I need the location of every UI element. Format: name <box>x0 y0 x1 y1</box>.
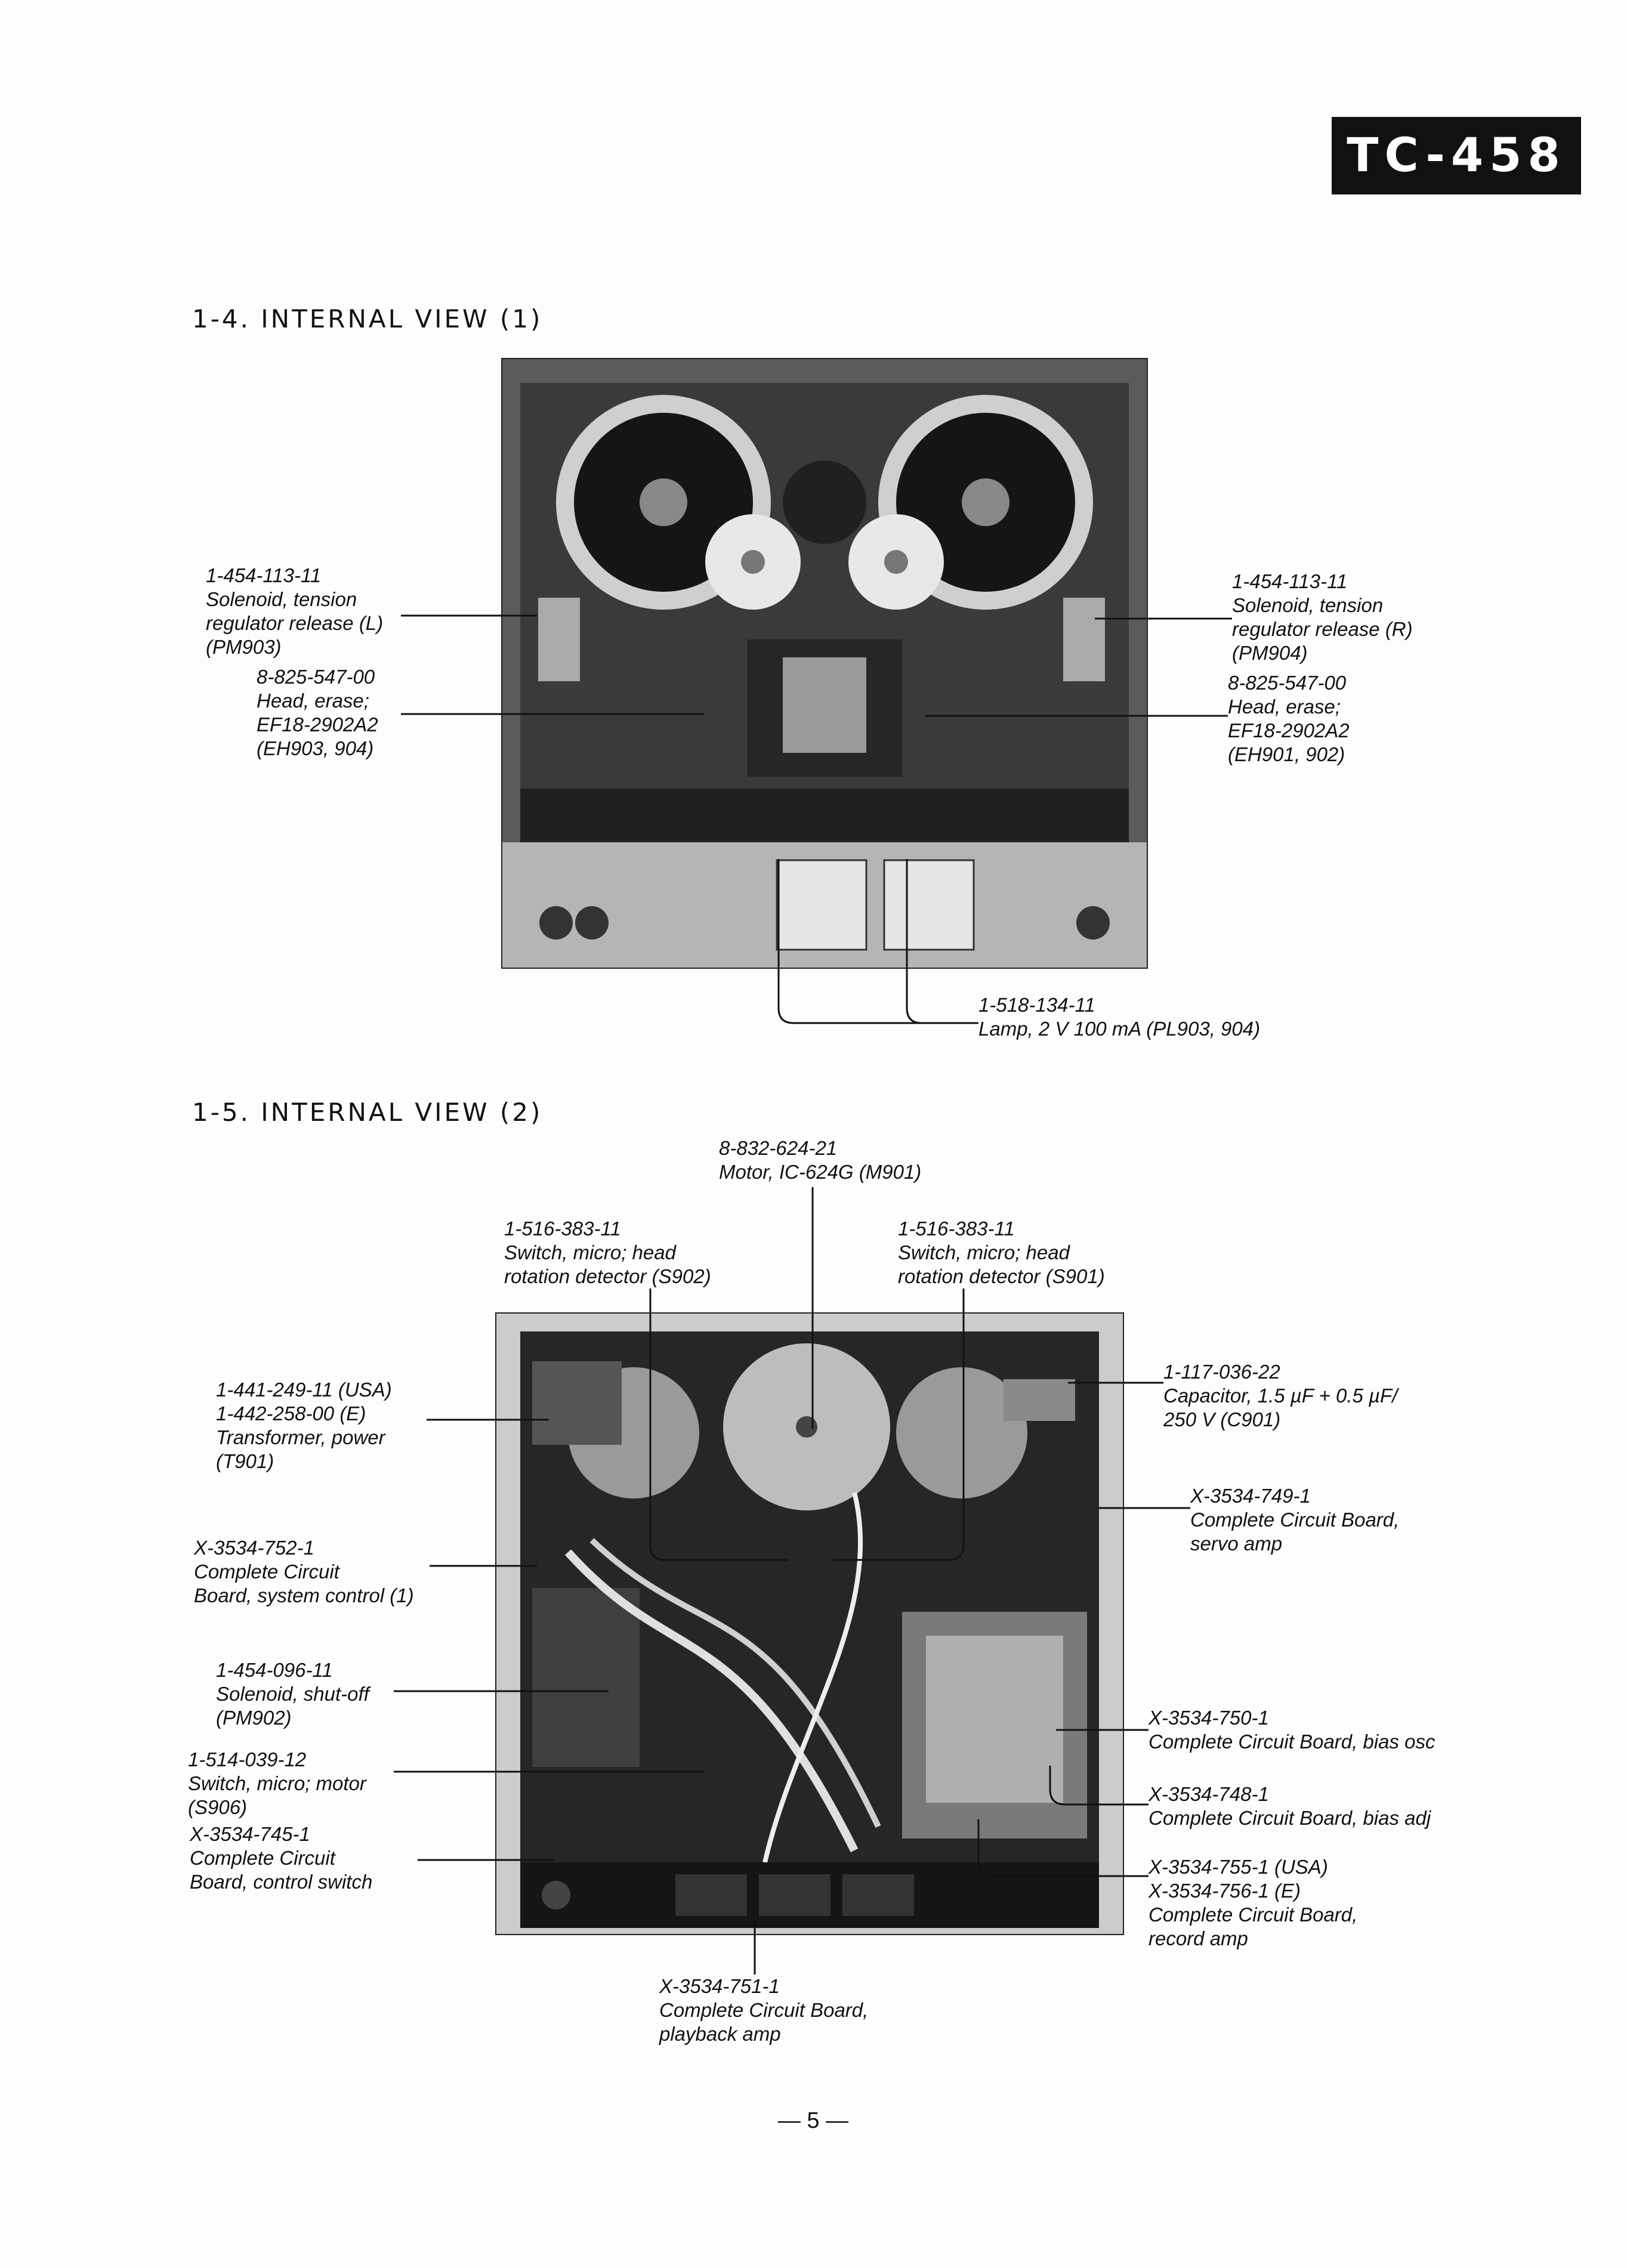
callout-erase-head-right: 8-825-547-00 Head, erase; EF18-2902A2 (E… <box>1228 671 1350 767</box>
part-reference: (PM904) <box>1232 642 1308 664</box>
internal-view-2-photo <box>495 1312 1124 1935</box>
part-number: X-3534-751-1 <box>659 1975 780 1997</box>
callout-control-switch-board: X-3534-745-1 Complete Circuit Board, con… <box>190 1822 372 1894</box>
part-reference: (PM902) <box>216 1707 292 1729</box>
callout-solenoid-left: 1-454-113-11 Solenoid, tension regulator… <box>206 564 383 659</box>
callout-erase-head-left: 8-825-547-00 Head, erase; EF18-2902A2 (E… <box>257 665 378 761</box>
callout-lamp: 1-518-134-11 Lamp, 2 V 100 mA (PL903, 90… <box>978 993 1260 1041</box>
part-number: X-3534-750-1 <box>1149 1707 1269 1729</box>
part-number: X-3534-749-1 <box>1190 1485 1311 1507</box>
section-title-internal-view-1: 1-4. INTERNAL VIEW (1) <box>192 304 543 333</box>
part-description: Head, erase; <box>257 690 369 712</box>
part-number: X-3534-756-1 (E) <box>1149 1880 1301 1902</box>
part-description: Switch, micro; head <box>898 1241 1070 1263</box>
part-number: 8-832-624-21 <box>719 1137 838 1159</box>
part-number: 1-516-383-11 <box>898 1218 1015 1240</box>
part-number: 1-117-036-22 <box>1163 1361 1280 1383</box>
part-description: Switch, micro; head <box>504 1241 676 1263</box>
part-description: Motor, IC-624G (M901) <box>719 1161 922 1183</box>
callout-bias-adj-board: X-3534-748-1 Complete Circuit Board, bia… <box>1149 1782 1431 1830</box>
part-description: regulator release (L) <box>206 612 384 634</box>
part-number: X-3534-752-1 <box>194 1537 314 1559</box>
tape-deck-underside-illustration <box>496 1314 1123 1934</box>
part-number: X-3534-748-1 <box>1149 1783 1269 1805</box>
part-reference: (PM903) <box>206 636 282 658</box>
part-description: Solenoid, tension <box>1232 594 1384 616</box>
part-number: 8-825-547-00 <box>1228 672 1347 694</box>
part-number: 1-454-113-11 <box>1232 570 1348 592</box>
internal-view-1-photo <box>501 358 1148 969</box>
callout-solenoid-shutoff: 1-454-096-11 Solenoid, shut-off (PM902) <box>216 1658 369 1730</box>
part-description: playback amp <box>659 2023 781 2045</box>
part-reference: (S906) <box>188 1796 248 1818</box>
part-description: rotation detector (S901) <box>898 1265 1105 1287</box>
callout-system-control-board: X-3534-752-1 Complete Circuit Board, sys… <box>194 1536 414 1608</box>
part-description: Complete Circuit <box>190 1847 335 1869</box>
part-description: EF18-2902A2 <box>1228 719 1350 741</box>
part-reference: (EH903, 904) <box>257 737 374 759</box>
part-description: rotation detector (S902) <box>504 1265 711 1287</box>
part-description: Complete Circuit Board, <box>1149 1904 1358 1926</box>
part-number: 1-441-249-11 (USA) <box>216 1379 392 1401</box>
part-description: Board, control switch <box>190 1871 373 1893</box>
callout-switch-motor: 1-514-039-12 Switch, micro; motor (S906) <box>188 1748 366 1819</box>
part-description: 250 V (C901) <box>1163 1408 1281 1430</box>
part-reference: (EH901, 902) <box>1228 743 1345 765</box>
part-number: 1-516-383-11 <box>504 1218 621 1240</box>
part-description: Lamp, 2 V 100 mA (PL903, 904) <box>978 1018 1261 1040</box>
section-title-internal-view-2: 1-5. INTERNAL VIEW (2) <box>192 1098 543 1127</box>
callout-bias-osc-board: X-3534-750-1 Complete Circuit Board, bia… <box>1149 1706 1435 1754</box>
tape-deck-top-illustration <box>502 359 1147 968</box>
callout-servo-amp-board: X-3534-749-1 Complete Circuit Board, ser… <box>1190 1484 1399 1556</box>
part-description: Complete Circuit Board, <box>659 1999 869 2021</box>
part-description: Capacitor, 1.5 µF + 0.5 µF/ <box>1163 1385 1398 1407</box>
callout-transformer: 1-441-249-11 (USA) 1-442-258-00 (E) Tran… <box>216 1378 392 1473</box>
part-description: Board, system control (1) <box>194 1584 414 1606</box>
part-number: 1-454-096-11 <box>216 1659 333 1681</box>
part-description: Complete Circuit Board, bias osc <box>1149 1731 1435 1753</box>
part-description: Solenoid, tension <box>206 588 357 610</box>
callout-switch-s901: 1-516-383-11 Switch, micro; head rotatio… <box>898 1217 1105 1289</box>
part-description: Transformer, power <box>216 1426 385 1448</box>
callout-switch-s902: 1-516-383-11 Switch, micro; head rotatio… <box>504 1217 711 1289</box>
part-description: Complete Circuit Board, bias adj <box>1149 1807 1431 1829</box>
part-number: 8-825-547-00 <box>257 666 375 688</box>
part-number: X-3534-745-1 <box>190 1823 310 1845</box>
part-number: X-3534-755-1 (USA) <box>1149 1856 1328 1878</box>
part-description: servo amp <box>1190 1532 1283 1555</box>
part-number: 1-442-258-00 (E) <box>216 1402 366 1425</box>
part-description: record amp <box>1149 1927 1248 1949</box>
callout-capacitor: 1-117-036-22 Capacitor, 1.5 µF + 0.5 µF/… <box>1163 1360 1397 1432</box>
model-badge: TC-458 <box>1332 117 1581 194</box>
part-description: EF18-2902A2 <box>257 713 378 736</box>
part-description: regulator release (R) <box>1232 618 1413 640</box>
part-description: Solenoid, shut-off <box>216 1683 369 1705</box>
part-number: 1-454-113-11 <box>206 564 322 586</box>
part-description: Head, erase; <box>1228 696 1341 718</box>
callout-playback-amp-board: X-3534-751-1 Complete Circuit Board, pla… <box>659 1975 868 2046</box>
part-number: 1-518-134-11 <box>978 994 1095 1016</box>
part-description: Switch, micro; motor <box>188 1772 366 1794</box>
callout-solenoid-right: 1-454-113-11 Solenoid, tension regulator… <box>1232 570 1413 665</box>
callout-motor: 8-832-624-21 Motor, IC-624G (M901) <box>719 1136 921 1184</box>
part-description: Complete Circuit <box>194 1561 339 1583</box>
part-description: Complete Circuit Board, <box>1190 1509 1400 1531</box>
callout-record-amp-board: X-3534-755-1 (USA) X-3534-756-1 (E) Comp… <box>1149 1855 1357 1951</box>
part-number: 1-514-039-12 <box>188 1748 307 1770</box>
part-reference: (T901) <box>216 1450 274 1472</box>
page-number: — 5 — <box>777 2108 849 2133</box>
